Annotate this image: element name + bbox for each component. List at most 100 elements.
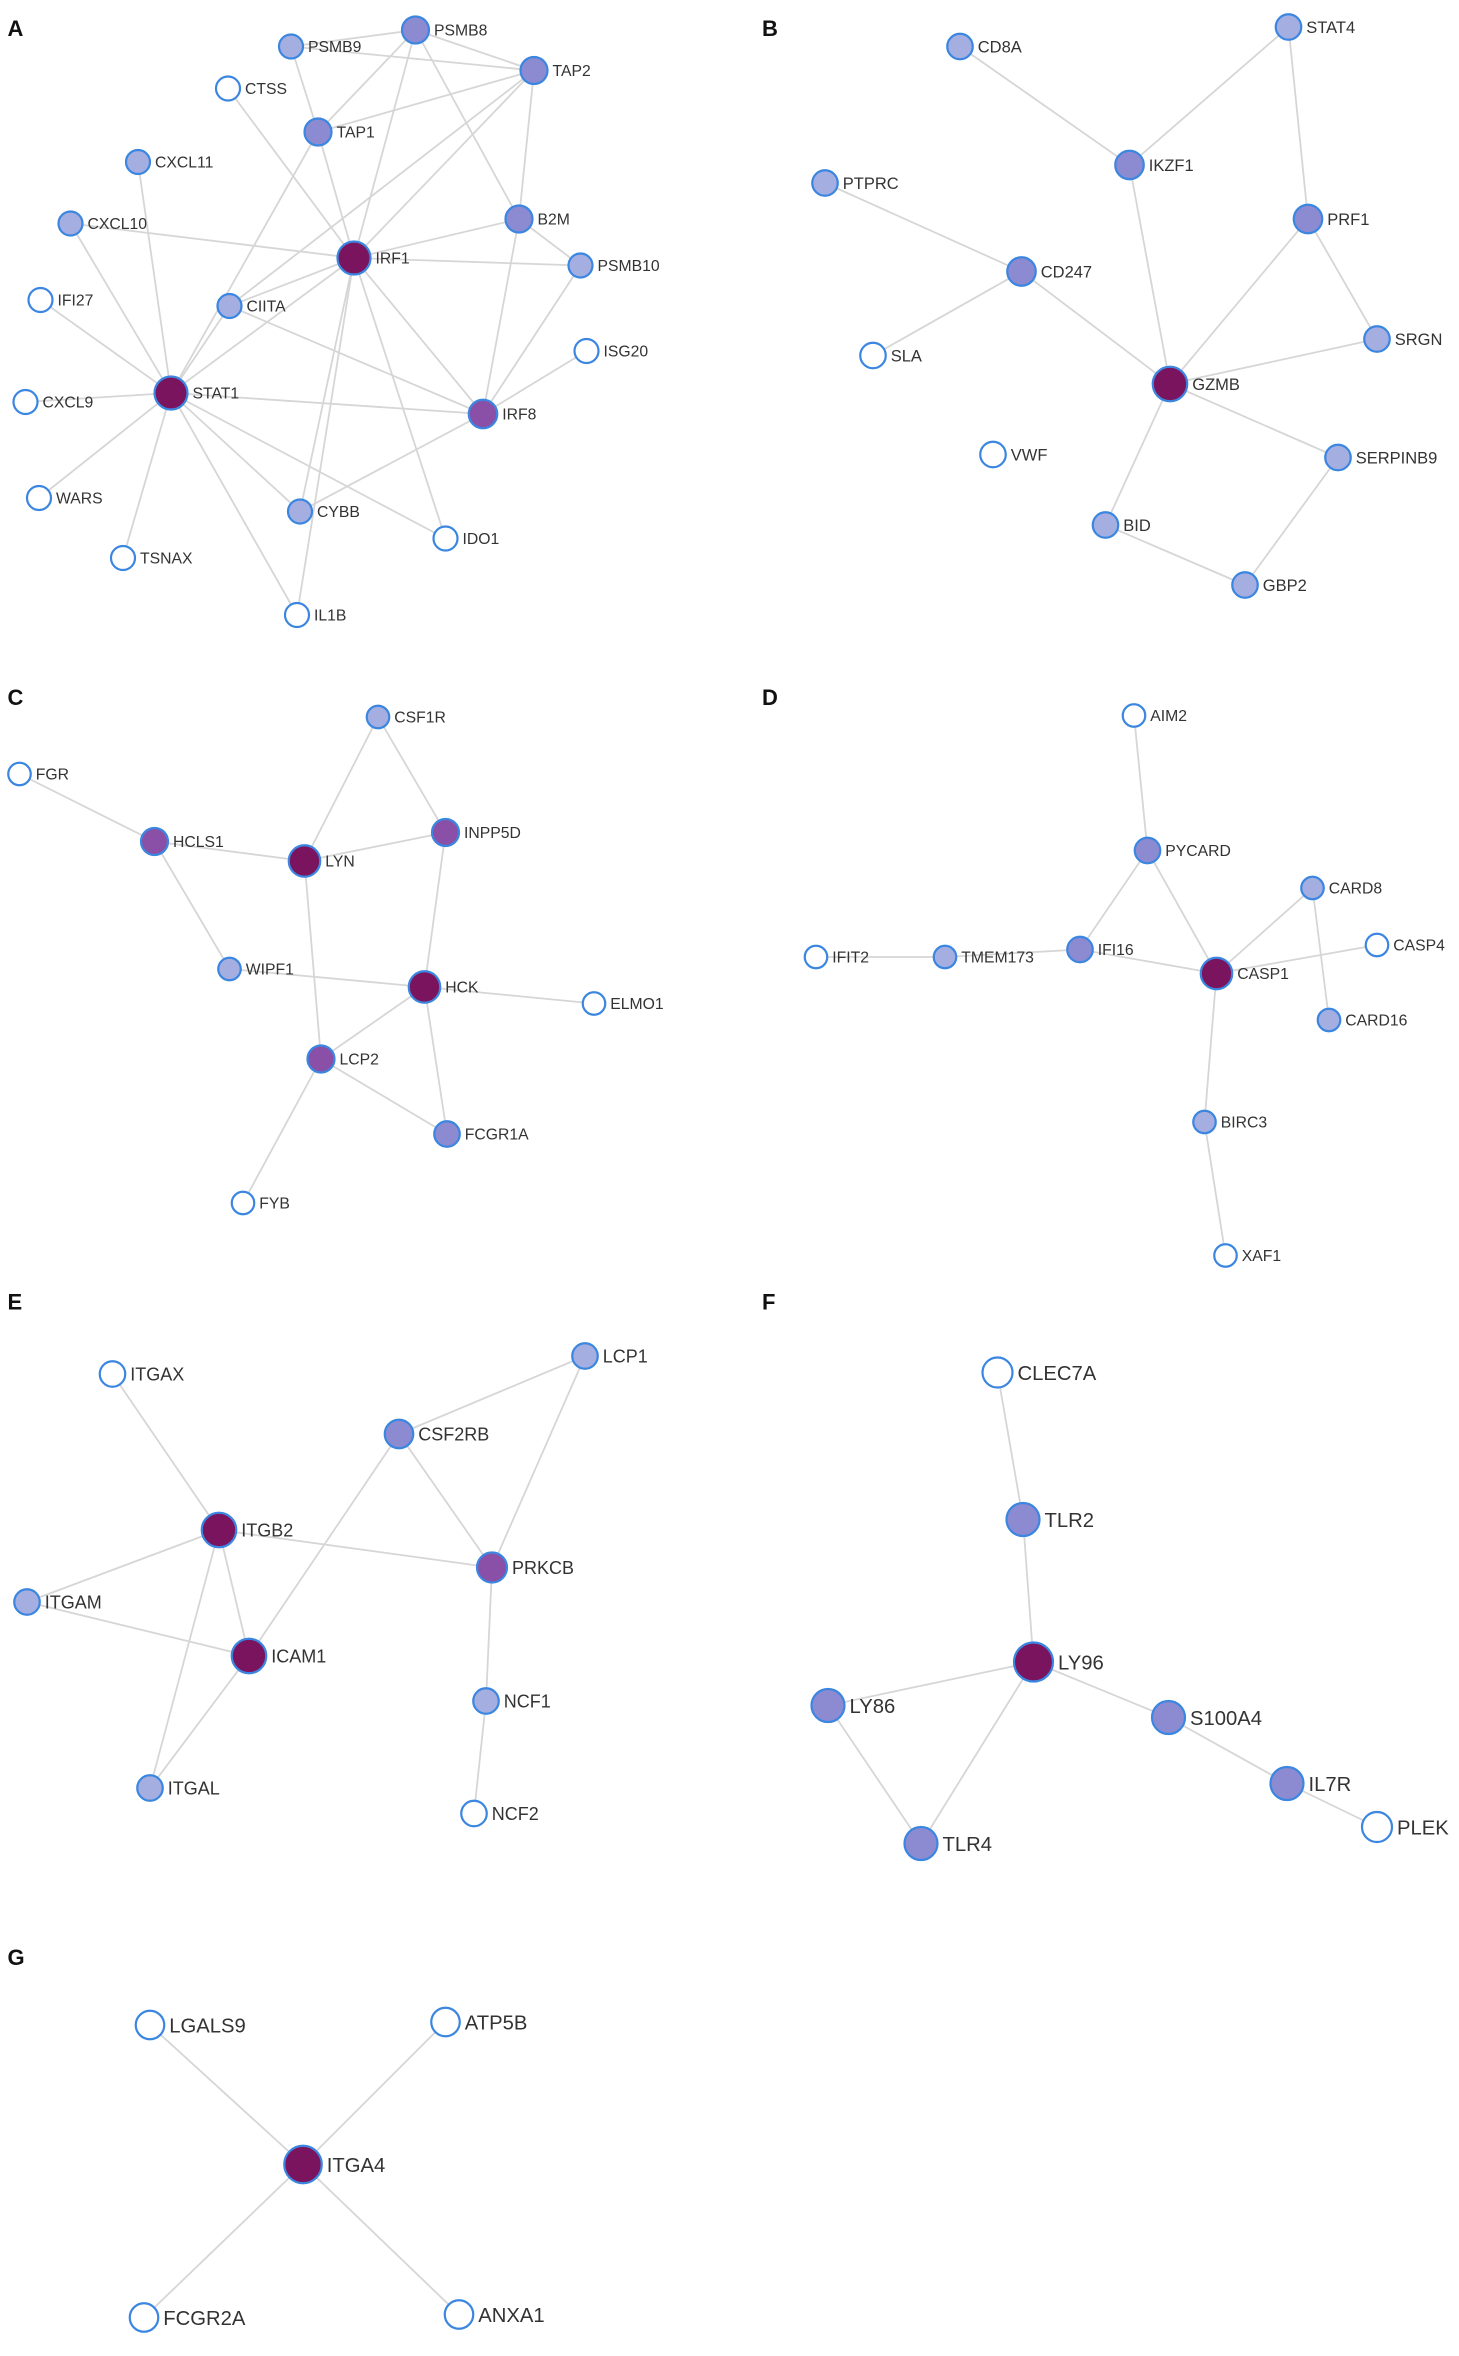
- node-label: PSMB9: [308, 39, 362, 56]
- node-circle: [981, 1356, 1014, 1389]
- node-label: IL7R: [1309, 1774, 1352, 1796]
- node-label: ISG20: [604, 344, 649, 361]
- edges: [827, 1372, 1378, 1845]
- node-label: LCP1: [603, 1346, 648, 1366]
- node-label: CIITA: [247, 299, 287, 316]
- node-label: ANXA1: [478, 2305, 544, 2327]
- node-circle: [25, 484, 53, 512]
- edge-stat1-ido1: [170, 392, 446, 540]
- edge-stat4-ikzf1: [1128, 26, 1290, 166]
- edge-prkcb-ncf1: [485, 1567, 493, 1702]
- edge-stat4-prf1: [1287, 26, 1309, 220]
- edge-cxcl10-irf1: [70, 222, 355, 259]
- node-label: PYCARD: [1165, 843, 1231, 860]
- node-circle: [1133, 836, 1162, 865]
- edge-itga4-fcgr2a: [143, 2163, 304, 2319]
- node-label: STAT1: [193, 386, 240, 403]
- node-label: ATP5B: [465, 2012, 528, 2034]
- node-circle: [283, 601, 311, 629]
- edge-gzmb-bid: [1104, 383, 1171, 526]
- node-circle: [283, 2144, 323, 2185]
- node-label: CTSS: [245, 81, 287, 98]
- node-label: ITGAL: [168, 1778, 220, 1798]
- edge-lyn-lcp2: [303, 860, 322, 1060]
- edges: [25, 29, 587, 616]
- node-vwf: VWF: [979, 440, 1047, 469]
- edge-tmem173-ifi16: [944, 948, 1081, 958]
- node-label: ITGAX: [130, 1364, 184, 1384]
- node-circle: [519, 55, 549, 86]
- node-label: WIPF1: [246, 962, 294, 979]
- edge-psmb9-psmb8: [290, 29, 416, 48]
- node-label: HCLS1: [173, 834, 224, 851]
- edge-aim2-pycard: [1133, 715, 1149, 851]
- edge-csf1r-inpp5d: [377, 716, 447, 833]
- panel-label-f: F: [762, 1290, 775, 1315]
- node-circle: [303, 117, 333, 147]
- edge-tap2-b2m: [518, 70, 535, 220]
- edge-stat1-tsnax: [122, 392, 172, 559]
- node-label: FCGR1A: [465, 1127, 529, 1144]
- node-label: CXCL10: [88, 216, 148, 233]
- node-circle: [946, 32, 974, 61]
- node-label: CXCL11: [155, 155, 213, 172]
- edge-itgb2-itgal: [149, 1529, 220, 1789]
- node-ciita: CIITA: [216, 292, 287, 320]
- node-cd8a: CD8A: [946, 32, 1022, 61]
- edge-ptprc-cd247: [824, 182, 1022, 273]
- node-circle: [979, 440, 1007, 469]
- panel-c: CCSF1RFGRHCLS1LYNINPP5DWIPF1HCKELMO1LCP2…: [7, 685, 664, 1216]
- node-circle: [7, 761, 32, 787]
- node-ifi16: IFI16: [1066, 935, 1134, 964]
- node-circle: [443, 2299, 475, 2330]
- edge-hck-fcgr1a: [423, 986, 448, 1135]
- node-circle: [859, 341, 887, 370]
- edge-stat1-cxcl9: [25, 392, 172, 403]
- node-ikzf1: IKZF1: [1114, 149, 1194, 181]
- edge-lcp2-fyb: [242, 1058, 322, 1204]
- node-circle: [1231, 571, 1259, 599]
- panel-label-c: C: [8, 685, 24, 710]
- node-csf2rb: CSF2RB: [383, 1418, 489, 1450]
- panel-label-e: E: [8, 1290, 23, 1315]
- node-circle: [383, 1418, 415, 1450]
- node-label: CD247: [1041, 263, 1092, 281]
- node-cxcl10: CXCL10: [57, 210, 148, 237]
- node-label: IDO1: [463, 531, 500, 548]
- edge-ly96-ly86: [827, 1661, 1034, 1707]
- edge-itgb2-itgam: [26, 1529, 220, 1603]
- node-circle: [1150, 1699, 1187, 1736]
- node-circle: [336, 240, 372, 276]
- edge-tap2-ciita: [228, 69, 535, 307]
- node-gbp2: GBP2: [1231, 571, 1307, 599]
- edge-psmb8-tap1: [317, 29, 417, 133]
- panel-a: APSMB9PSMB8TAP2CTSSTAP1CXCL11B2MCXCL10IR…: [8, 15, 660, 629]
- node-circle: [1269, 1765, 1305, 1802]
- node-label: IKZF1: [1149, 157, 1194, 175]
- node-circle: [432, 525, 459, 552]
- node-circle: [407, 970, 442, 1004]
- node-cybb: CYBB: [286, 498, 360, 525]
- edge-lcp1-csf2rb: [398, 1355, 586, 1435]
- edge-icam1-itgal: [149, 1655, 250, 1789]
- node-circle: [475, 1551, 509, 1584]
- node-ncf2: NCF2: [460, 1799, 539, 1828]
- edge-cd247-gzmb: [1020, 270, 1171, 385]
- edge-ctss-irf1: [227, 87, 355, 259]
- node-label: IFI16: [1098, 942, 1134, 959]
- node-label: CLEC7A: [1018, 1363, 1097, 1385]
- node-card16: CARD16: [1316, 1007, 1408, 1033]
- node-lgals9: LGALS9: [134, 2009, 246, 2041]
- edge-cd8a-ikzf1: [959, 45, 1131, 166]
- node-itga4: ITGA4: [283, 2144, 385, 2185]
- edge-hck-lcp2: [320, 986, 426, 1060]
- edge-hcls1-wipf1: [153, 841, 231, 970]
- node-circle: [1192, 1109, 1217, 1135]
- node-itgb2: ITGB2: [200, 1511, 293, 1549]
- node-circle: [430, 2006, 461, 2038]
- node-anxa1: ANXA1: [443, 2299, 545, 2330]
- edge-ikzf1-gzmb: [1128, 164, 1171, 385]
- node-atp5b: ATP5B: [430, 2006, 528, 2038]
- edge-prf1-srgn: [1307, 218, 1378, 340]
